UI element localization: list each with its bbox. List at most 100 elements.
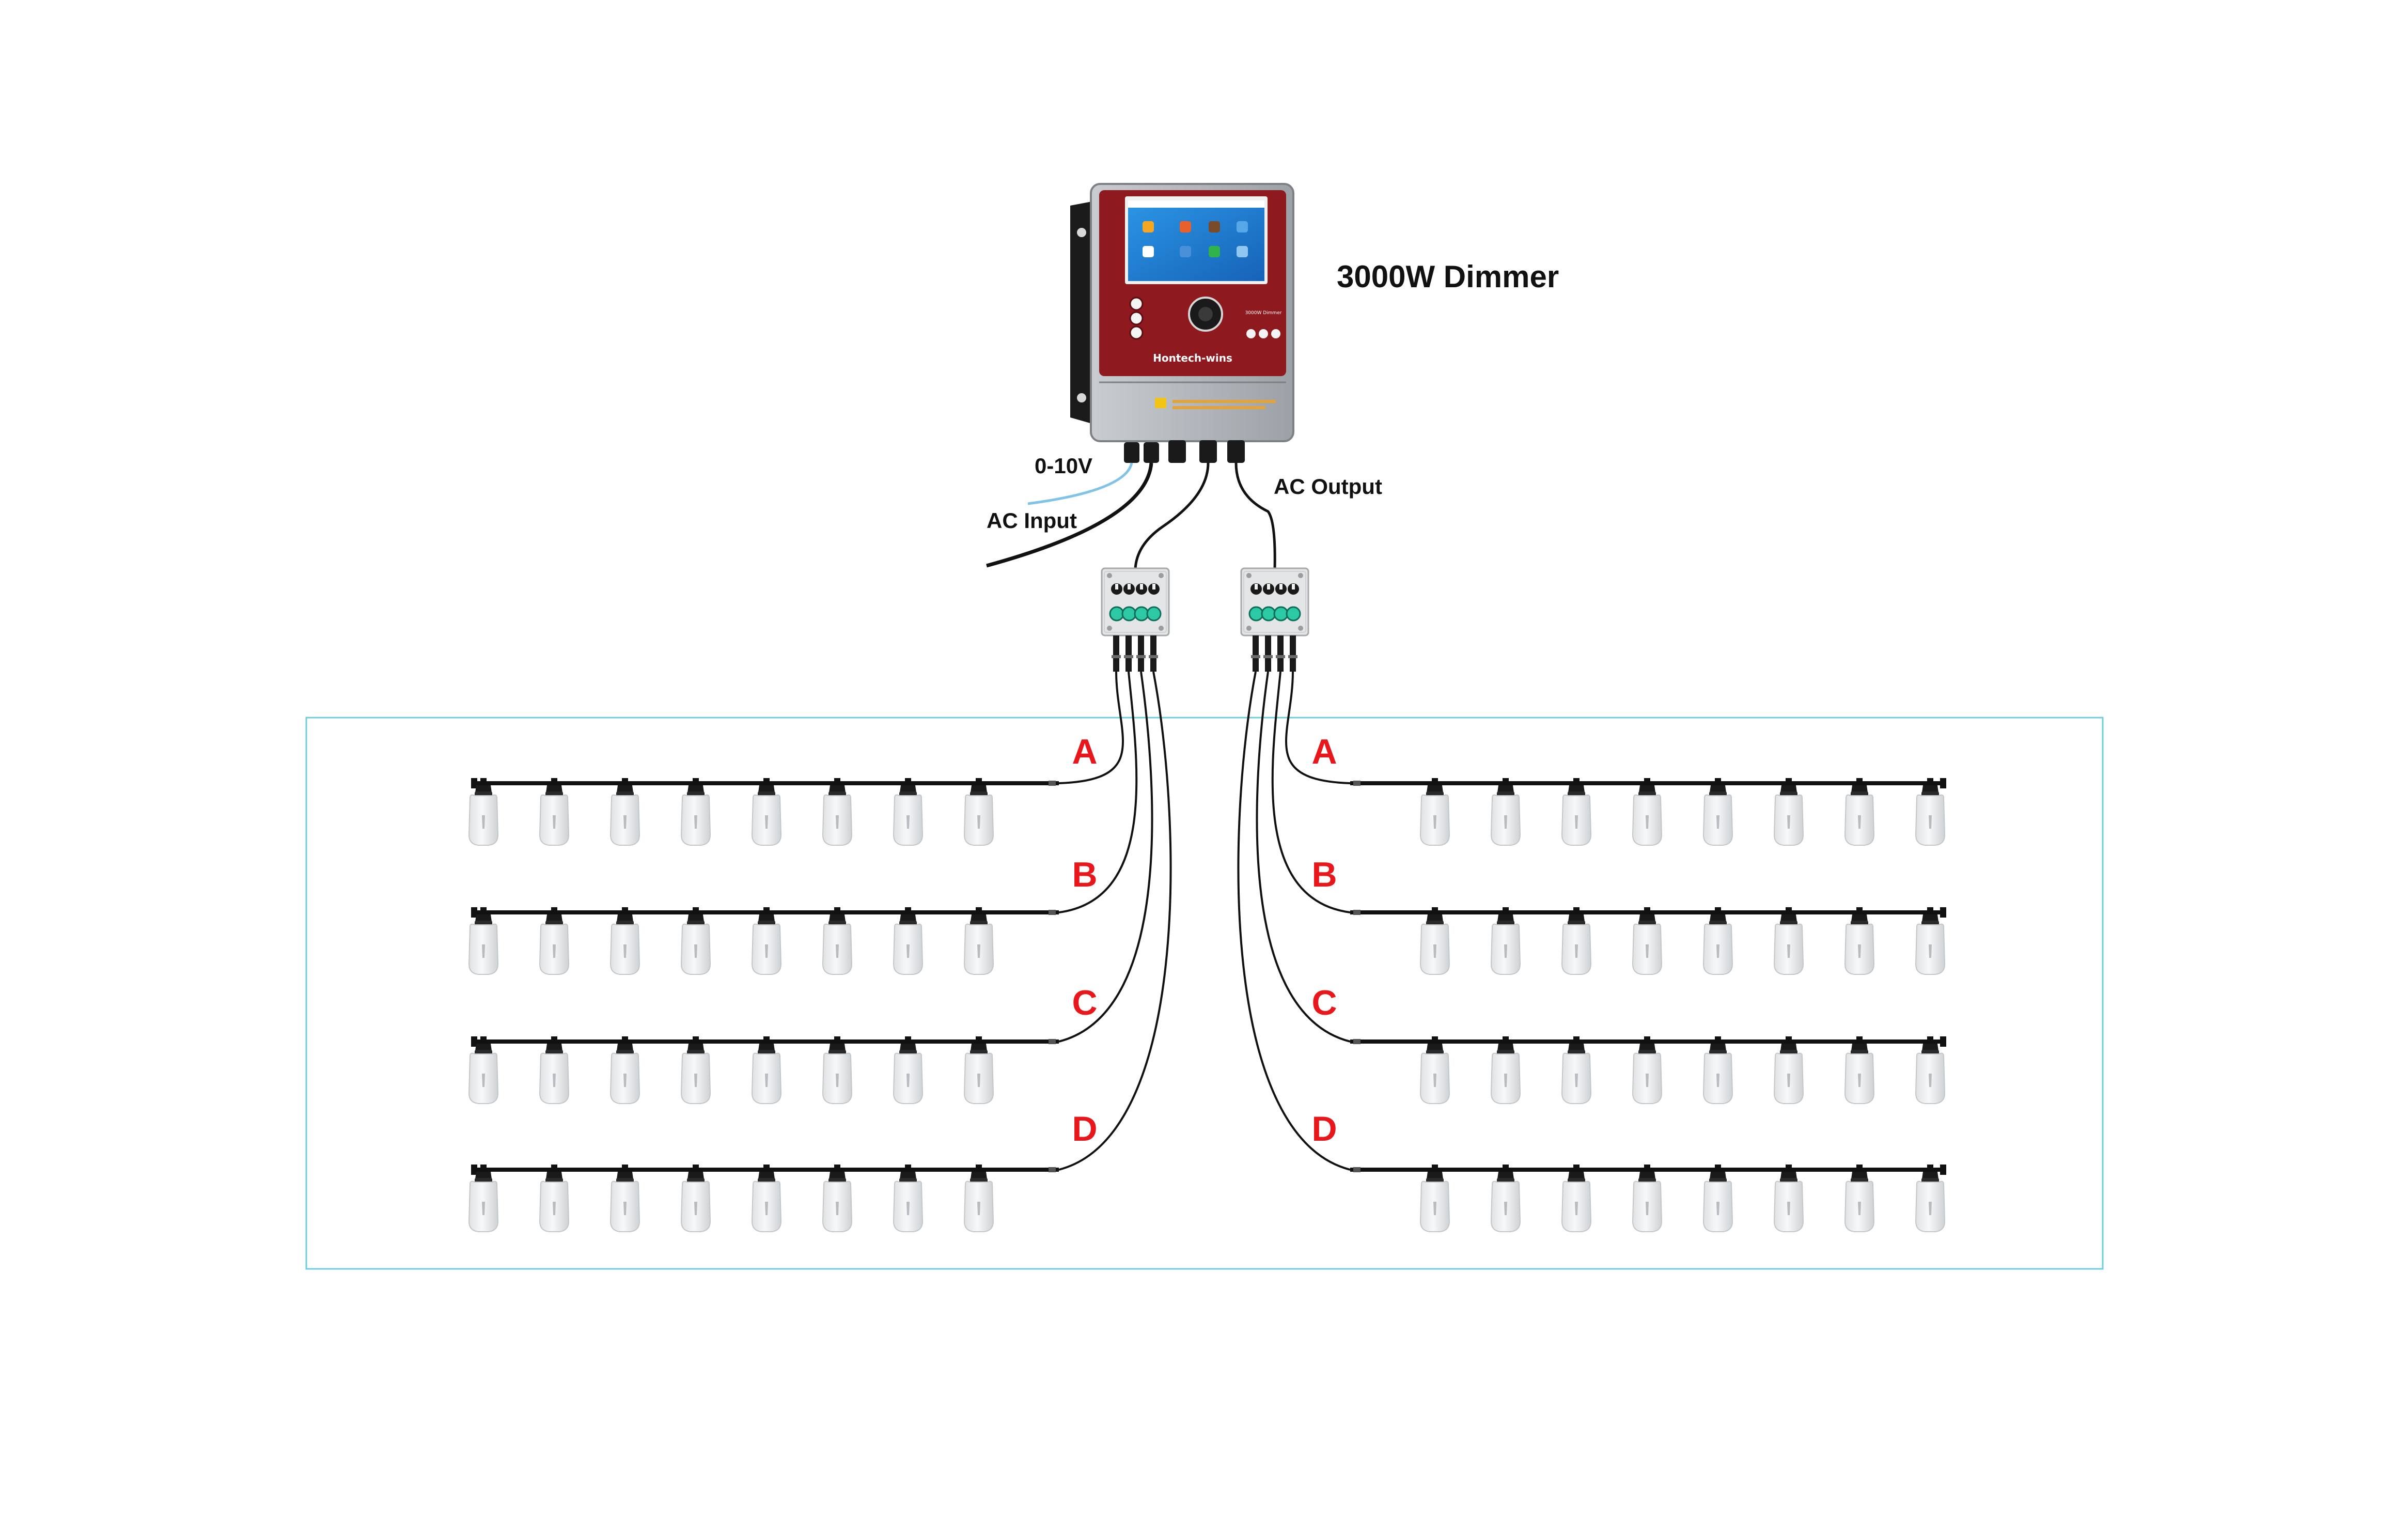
string-connector — [1049, 1167, 1056, 1172]
light-bulb — [681, 1036, 710, 1104]
light-bulb — [1703, 778, 1732, 845]
panel-model-label: 3000W Dimmer — [1245, 311, 1282, 316]
light-bulb — [1491, 778, 1520, 845]
light-bulb — [1703, 1036, 1732, 1104]
string-end-cap — [1940, 1165, 1946, 1175]
light-bulb — [752, 1165, 781, 1232]
light-bulb — [611, 1165, 639, 1232]
light-bulb — [823, 1036, 852, 1104]
light-bulb — [681, 778, 710, 845]
light-bulb — [1633, 778, 1662, 845]
ac-input-label: AC Input — [987, 508, 1077, 533]
channel-label: C — [1311, 983, 1337, 1022]
light-bulb — [540, 778, 569, 845]
string-connector — [1353, 1039, 1361, 1044]
light-bulb — [1420, 1036, 1449, 1104]
light-bulb — [1633, 1036, 1662, 1104]
brand-label: Hontech-wins — [1153, 352, 1232, 364]
light-bulb — [1491, 1036, 1520, 1104]
light-bulb — [540, 1165, 569, 1232]
string-connector — [1049, 1039, 1056, 1044]
string-connector — [1049, 910, 1056, 915]
lighting-area-frame — [306, 718, 2103, 1269]
output-cable-right — [1236, 463, 1275, 569]
string-end-cap — [1940, 1036, 1946, 1047]
light-bulb — [681, 907, 710, 974]
light-bulb — [823, 907, 852, 974]
light-bulb — [894, 1165, 922, 1232]
light-bulb — [752, 907, 781, 974]
light-bulb — [611, 778, 639, 845]
light-bulb — [1703, 1165, 1732, 1232]
channel-label: B — [1072, 855, 1097, 894]
light-string-right — [1350, 1165, 1946, 1232]
string-connector — [1353, 781, 1361, 786]
light-bulb — [964, 778, 993, 845]
light-strings — [469, 778, 1946, 1232]
light-bulb — [823, 778, 852, 845]
light-bulb — [1845, 907, 1874, 974]
warning-sticker — [1155, 398, 1166, 408]
light-bulb — [681, 1165, 710, 1232]
junction-connectors — [1112, 635, 1297, 672]
light-bulb — [964, 907, 993, 974]
light-bulb — [894, 778, 922, 845]
light-bulb — [1491, 907, 1520, 974]
channel-label: C — [1072, 983, 1097, 1022]
channel-label: D — [1311, 1109, 1337, 1148]
light-string-right — [1350, 778, 1946, 845]
string-connector — [1353, 1167, 1361, 1172]
light-bulb — [611, 1036, 639, 1104]
light-bulb — [1703, 907, 1732, 974]
light-bulb — [1420, 1165, 1449, 1232]
junction-box-right — [1241, 568, 1308, 635]
right-channel-labels: A B C D — [1311, 732, 1337, 1148]
touch-screen — [1128, 208, 1264, 281]
light-bulb — [1562, 1036, 1591, 1104]
light-string-left — [469, 778, 1059, 845]
string-connector — [1049, 781, 1056, 786]
channel-label: A — [1311, 732, 1337, 771]
light-bulb — [1774, 907, 1803, 974]
channel-label: D — [1072, 1109, 1097, 1148]
signal-input-label: 0-10V — [1035, 454, 1092, 478]
string-end-cap — [1940, 907, 1946, 918]
panel-buttons-left — [1130, 298, 1143, 339]
light-bulb — [823, 1165, 852, 1232]
ac-output-label: AC Output — [1274, 474, 1382, 499]
light-bulb — [1420, 778, 1449, 845]
panel-buttons-right — [1246, 329, 1280, 338]
light-string-left — [469, 1165, 1059, 1232]
light-bulb — [1562, 1165, 1591, 1232]
light-bulb — [1491, 1165, 1520, 1232]
channel-feed-wires — [1059, 672, 1350, 1170]
light-bulb — [894, 907, 922, 974]
light-bulb — [752, 778, 781, 845]
light-string-left — [469, 1036, 1059, 1104]
dimmer-device: 3000W Dimmer Hontech-wins — [1070, 184, 1293, 463]
light-bulb — [611, 907, 639, 974]
light-bulb — [1420, 907, 1449, 974]
device-title: 3000W Dimmer — [1337, 259, 1559, 294]
junction-box-left — [1102, 568, 1169, 635]
channel-label: B — [1311, 855, 1337, 894]
light-bulb — [752, 1036, 781, 1104]
light-string-right — [1350, 907, 1946, 974]
light-bulb — [540, 1036, 569, 1104]
light-string-right — [1350, 1036, 1946, 1104]
light-bulb — [1774, 1165, 1803, 1232]
light-bulb — [1633, 907, 1662, 974]
channel-label: A — [1072, 732, 1097, 771]
light-bulb — [1845, 1165, 1874, 1232]
light-bulb — [964, 1165, 993, 1232]
light-bulb — [964, 1036, 993, 1104]
light-bulb — [1774, 778, 1803, 845]
light-bulb — [1774, 1036, 1803, 1104]
light-bulb — [1633, 1165, 1662, 1232]
string-connector — [1353, 910, 1361, 915]
light-bulb — [894, 1036, 922, 1104]
cable-glands — [1124, 440, 1245, 463]
left-channel-labels: A B C D — [1072, 732, 1097, 1148]
light-bulb — [540, 907, 569, 974]
